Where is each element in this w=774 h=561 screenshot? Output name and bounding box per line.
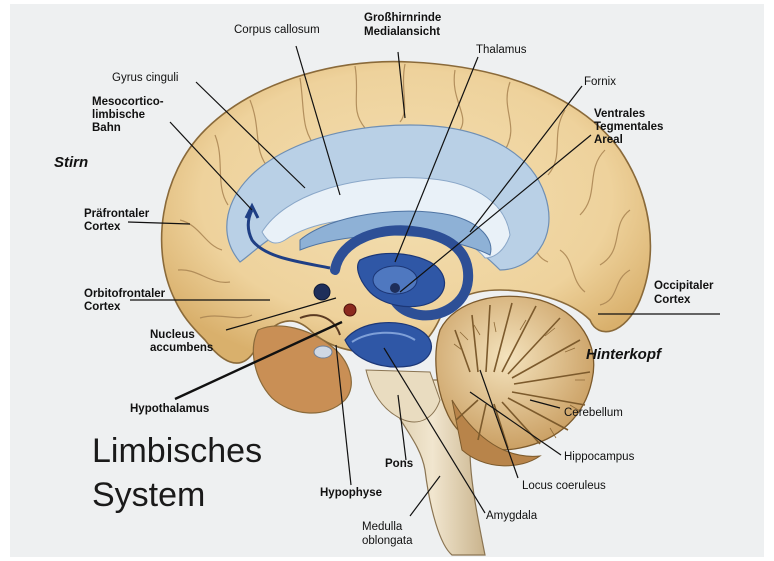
label-cerebellum: Cerebellum bbox=[564, 407, 623, 420]
label-occipitaler-line1: Occipitaler bbox=[654, 280, 713, 293]
label-vta-line1: Ventrales bbox=[594, 108, 645, 121]
label-orbitofrontaler-line1: Orbitofrontaler bbox=[84, 288, 165, 301]
label-thalamus: Thalamus bbox=[476, 44, 527, 57]
label-fornix: Fornix bbox=[584, 76, 616, 89]
label-locus-coeruleus: Locus coeruleus bbox=[522, 480, 606, 493]
label-grosshirnrinde-line2: Medialansicht bbox=[364, 26, 440, 39]
label-praefrontaler-line1: Präfrontaler bbox=[84, 208, 149, 221]
label-amygdala: Amygdala bbox=[486, 510, 537, 523]
label-mesocortico-line2: limbische bbox=[92, 109, 145, 122]
label-medulla-line2: oblongata bbox=[362, 535, 413, 548]
label-grosshirnrinde-line1: Großhirnrinde bbox=[364, 12, 441, 25]
diagram-title-line2: System bbox=[92, 476, 205, 514]
region-hinterkopf: Hinterkopf bbox=[586, 348, 661, 361]
region-stirn: Stirn bbox=[54, 156, 88, 169]
label-gyrus-cinguli: Gyrus cinguli bbox=[112, 72, 178, 85]
label-medulla-line1: Medulla bbox=[362, 521, 402, 534]
label-mesocortico-line1: Mesocortico- bbox=[92, 96, 164, 109]
diagram-title-line1: Limbisches bbox=[92, 432, 262, 470]
label-vta-line3: Areal bbox=[594, 134, 623, 147]
label-mesocortico-line3: Bahn bbox=[92, 122, 121, 135]
label-hippocampus: Hippocampus bbox=[564, 451, 634, 464]
label-occipitaler-line2: Cortex bbox=[654, 294, 690, 307]
label-hypophyse: Hypophyse bbox=[320, 487, 382, 500]
label-hypothalamus: Hypothalamus bbox=[130, 403, 209, 416]
label-praefrontaler-line2: Cortex bbox=[84, 221, 120, 234]
label-nucleus-line1: Nucleus bbox=[150, 329, 195, 342]
label-nucleus-line2: accumbens bbox=[150, 342, 213, 355]
label-corpus-callosum: Corpus callosum bbox=[234, 24, 320, 37]
label-vta-line2: Tegmentales bbox=[594, 121, 663, 134]
label-orbitofrontaler-line2: Cortex bbox=[84, 301, 120, 314]
label-pons: Pons bbox=[385, 458, 413, 471]
